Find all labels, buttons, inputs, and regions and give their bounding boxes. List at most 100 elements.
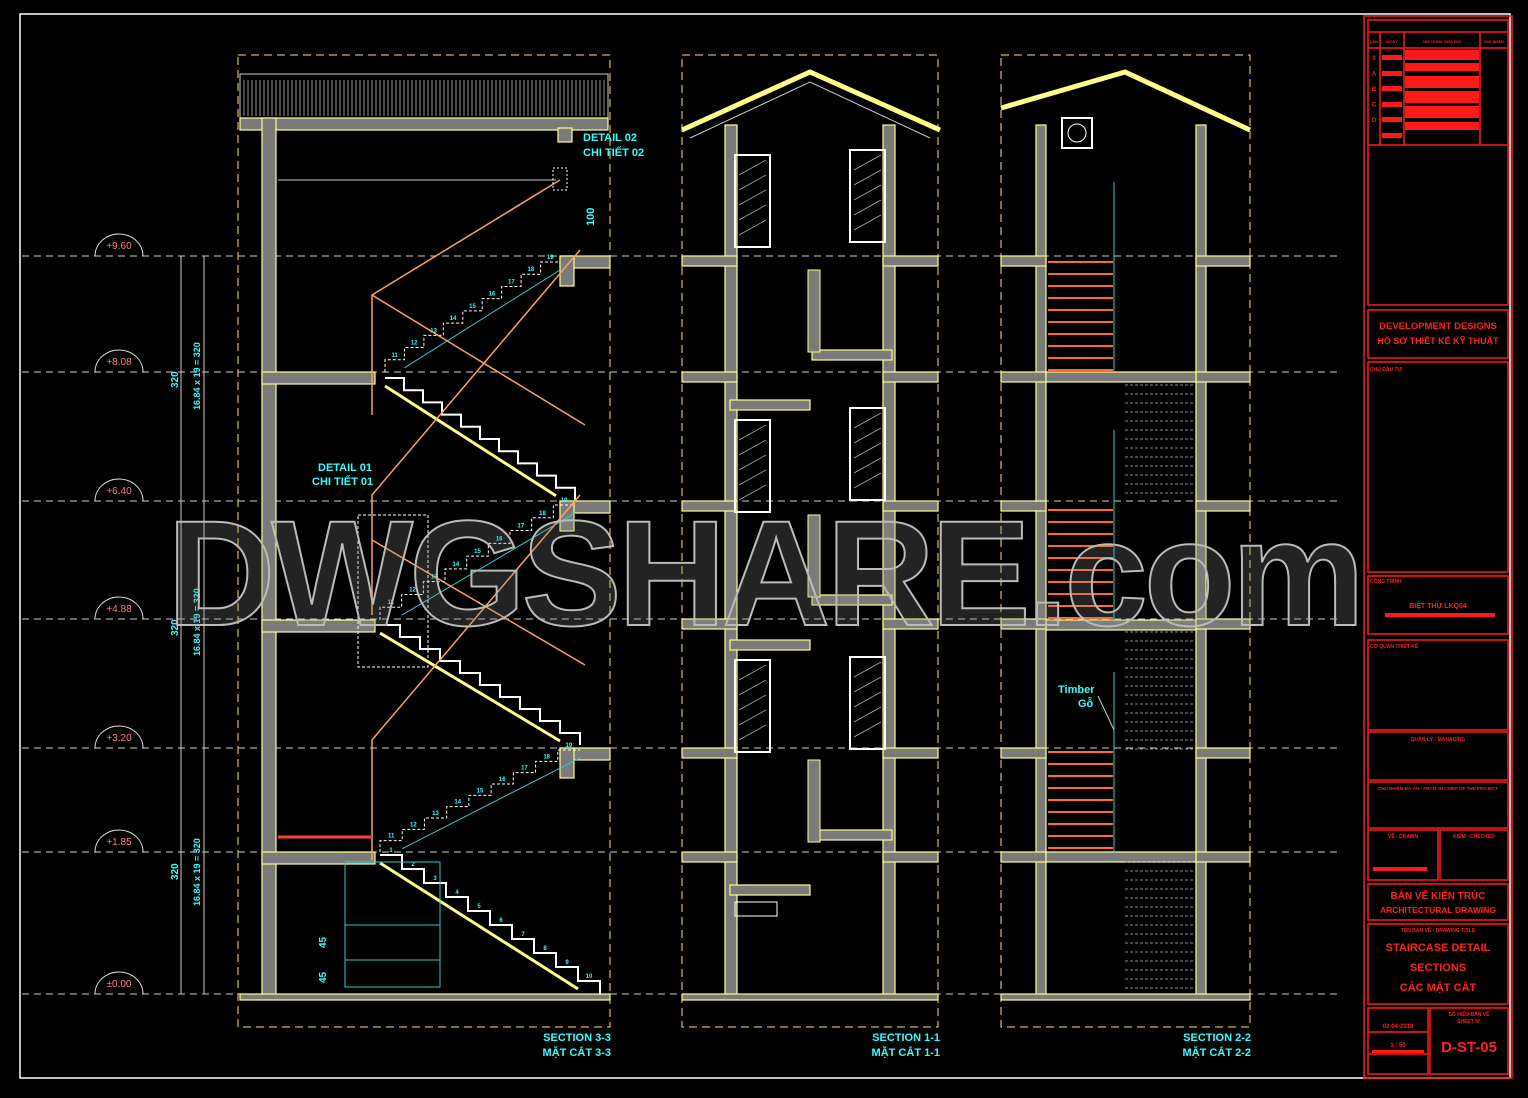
drawing-type-en: ARCHITECTURAL DRAWING (1380, 905, 1496, 915)
level-label: +8.08 (106, 357, 132, 368)
window (849, 149, 886, 243)
gable-roof (1000, 69, 1252, 133)
window-hatch (738, 159, 767, 176)
concrete-slab (1195, 255, 1251, 267)
step-number: 11 (388, 834, 395, 840)
owner-label: CHỦ ĐẦU TƯ (1370, 366, 1402, 373)
concrete-slab (681, 993, 939, 1001)
step-number: 3 (433, 876, 437, 882)
level-marker (94, 233, 144, 257)
concrete-slab (559, 255, 575, 287)
detail02-label-vi: CHI TIẾT 02 (583, 146, 644, 159)
level-marker (94, 829, 144, 853)
timber-label-vi: Gỗ (1078, 697, 1094, 710)
section-2-2 (1000, 69, 1252, 1001)
detail01-label-en: DETAIL 01 (318, 462, 372, 474)
riser-dim-3: 16.84 x 19 = 320 (192, 838, 202, 906)
sheet-border (19, 13, 1511, 1079)
window-hatch (738, 724, 767, 741)
window-hatch (853, 457, 882, 474)
concrete-slab (1195, 851, 1251, 863)
chief-label: CHỦ NHIỆM ĐỒ ÁN - ARCH. IN CHIEF OF THE … (1378, 784, 1498, 791)
step-number: 10 (586, 974, 593, 980)
concrete-slab (681, 618, 738, 630)
level-marker (94, 725, 144, 749)
gable-roof (680, 69, 942, 133)
step-number: 19 (566, 743, 573, 749)
window (734, 419, 771, 513)
rail-height-dim: 100 (585, 208, 597, 226)
level-label: +1.85 (106, 837, 132, 848)
concrete-slab (681, 851, 738, 863)
concrete-slab (559, 747, 575, 779)
window-hatch (738, 204, 767, 221)
sheet-number: D-ST-05 (1441, 1039, 1497, 1056)
section-1-1-title: SECTION 1-1 (872, 1032, 940, 1044)
revision-row-id: 0 (1372, 56, 1376, 62)
concrete-slab (882, 747, 939, 759)
window-hatch (853, 676, 882, 693)
level-label: +6.40 (106, 486, 132, 497)
leader-line (1097, 695, 1115, 731)
concrete-slab (681, 500, 738, 512)
handrail (371, 294, 586, 426)
level-marker (94, 596, 144, 620)
level-label: ±0.00 (107, 979, 132, 990)
concrete-slab (1000, 747, 1047, 759)
company-subtitle: HỒ SƠ THIẾT KẾ KỸ THUẬT (1377, 335, 1499, 346)
floor-height-dim-1: 320 (170, 371, 181, 388)
concrete-slab (1000, 371, 1047, 383)
revision-row-id: D (1372, 118, 1377, 124)
step-number: 12 (410, 822, 417, 828)
drawn-label: VẼ - DRAWN (1388, 833, 1418, 840)
window (734, 659, 771, 753)
step-number: 5 (477, 904, 481, 910)
window (734, 154, 771, 248)
step-number: 11 (388, 600, 395, 606)
level-label: +9.60 (106, 241, 132, 252)
ventilation-grille (1061, 117, 1093, 149)
window-hatch (853, 154, 882, 171)
floor-height-dim-2: 320 (170, 619, 181, 636)
step-number: 7 (521, 932, 525, 938)
window-hatch (853, 184, 882, 201)
step-number: 6 (499, 918, 503, 924)
section-3-3-subtitle: MẶT CẮT 3-3 (543, 1046, 611, 1059)
concrete-slab (811, 349, 893, 361)
stair-stringer (401, 757, 581, 850)
stair-stringer (404, 269, 561, 369)
level-marker (94, 971, 144, 995)
drawing-title-label: TÊN BẢN VẼ - DRAWING TITLE (1401, 926, 1476, 934)
step-number: 4 (455, 890, 459, 896)
concrete-slab (239, 993, 611, 1001)
section-frame (681, 54, 939, 1028)
section-3-3-title: SECTION 3-3 (543, 1032, 611, 1044)
revision-row-id: A (1372, 72, 1377, 78)
window-hatch (853, 199, 882, 216)
concrete-slab (1195, 371, 1251, 383)
stair-stringer (379, 631, 561, 743)
riser-dim-1: 16.84 x 19 = 320 (192, 342, 202, 410)
fixture (734, 901, 778, 917)
step-number: 8 (543, 946, 547, 952)
section-1-1 (680, 69, 942, 1001)
step-number: 17 (508, 279, 515, 285)
concrete-slab (811, 594, 893, 606)
small-dim-1: 45 (318, 936, 329, 948)
level-label: +4.88 (106, 604, 132, 615)
roof-underside (689, 81, 931, 139)
step-number: 17 (521, 766, 528, 772)
drawing-date: 02-04-2018 (1383, 1024, 1414, 1030)
riser-dim-2: 16.84 x 19 = 320 (192, 588, 202, 656)
stair-stringer (379, 861, 579, 991)
step-number: 15 (474, 549, 481, 555)
section-2-2-title: SECTION 2-2 (1183, 1032, 1251, 1044)
detail-02-marker (552, 167, 568, 191)
window (849, 407, 886, 501)
step-number: 13 (430, 328, 437, 334)
concrete-slab (729, 639, 811, 651)
window-hatch (853, 706, 882, 723)
sheet-no-label-en: SHEET N° (1457, 1019, 1481, 1025)
concrete-slab (1195, 747, 1251, 759)
